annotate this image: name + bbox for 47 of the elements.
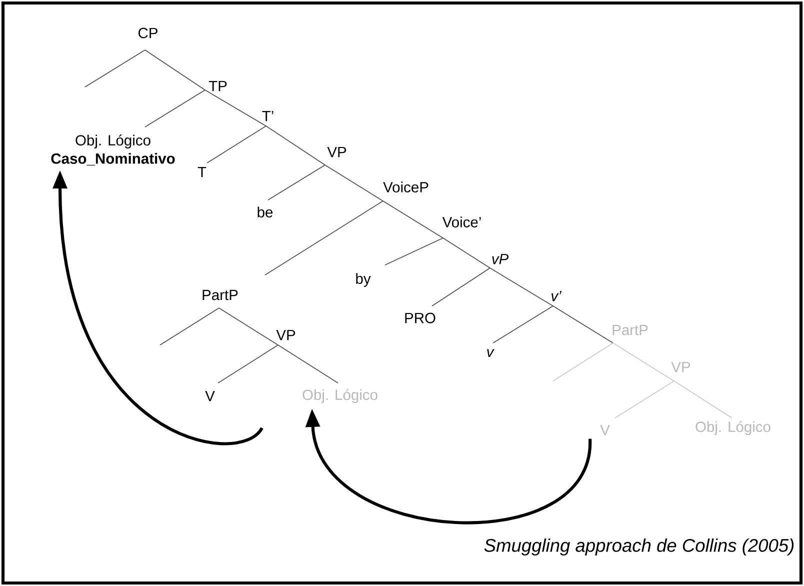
node-label: PartP [202,290,238,300]
branch-line [552,342,614,382]
node-label: T [198,166,206,178]
branch-line [382,200,444,238]
node-label: vP [492,254,509,264]
caption: Smuggling approach de Collins (2005) [484,538,794,556]
branch-line [674,380,732,418]
branch-line [490,268,554,306]
branch-line [160,308,220,346]
node-label: PartP [612,324,648,336]
node-label: Obj. Lógico [302,389,378,403]
node-label: VP [276,330,296,340]
branch-line [84,50,146,88]
node-label: VP [327,146,346,158]
node-label: Voice’ [442,216,481,228]
branch-line [268,164,326,200]
branch-line [324,164,384,202]
branch-line [218,308,278,346]
branch-line [384,238,444,266]
branch-line [612,342,674,382]
branch-line [264,200,384,276]
node-label: CP [138,28,158,38]
branch-line [442,238,490,268]
branch-line [552,306,614,344]
branch-line [492,306,554,344]
node-label: PRO [405,312,436,324]
branch-line [204,90,266,126]
branch-line [144,50,206,90]
node-label: TP [208,80,227,92]
node-label: V [205,390,215,402]
branch-line [218,344,278,384]
node-label: v’ [552,290,562,302]
node-label: by [356,273,371,287]
node-label: V [600,424,610,436]
branch-line [266,126,326,166]
node-label: v [487,349,494,357]
branch-line [144,90,206,128]
node-label: Obj. Lógico Caso_Nominativo [51,134,175,166]
branch-line [432,268,490,306]
node-label: VoiceP [383,182,428,192]
node-label: VP [671,362,690,372]
branch-line [614,380,674,418]
node-label: Obj. Lógico [696,421,770,435]
node-label: be [258,206,273,218]
node-label: T’ [262,110,274,122]
branch-line [278,344,338,384]
branch-line [206,126,266,164]
